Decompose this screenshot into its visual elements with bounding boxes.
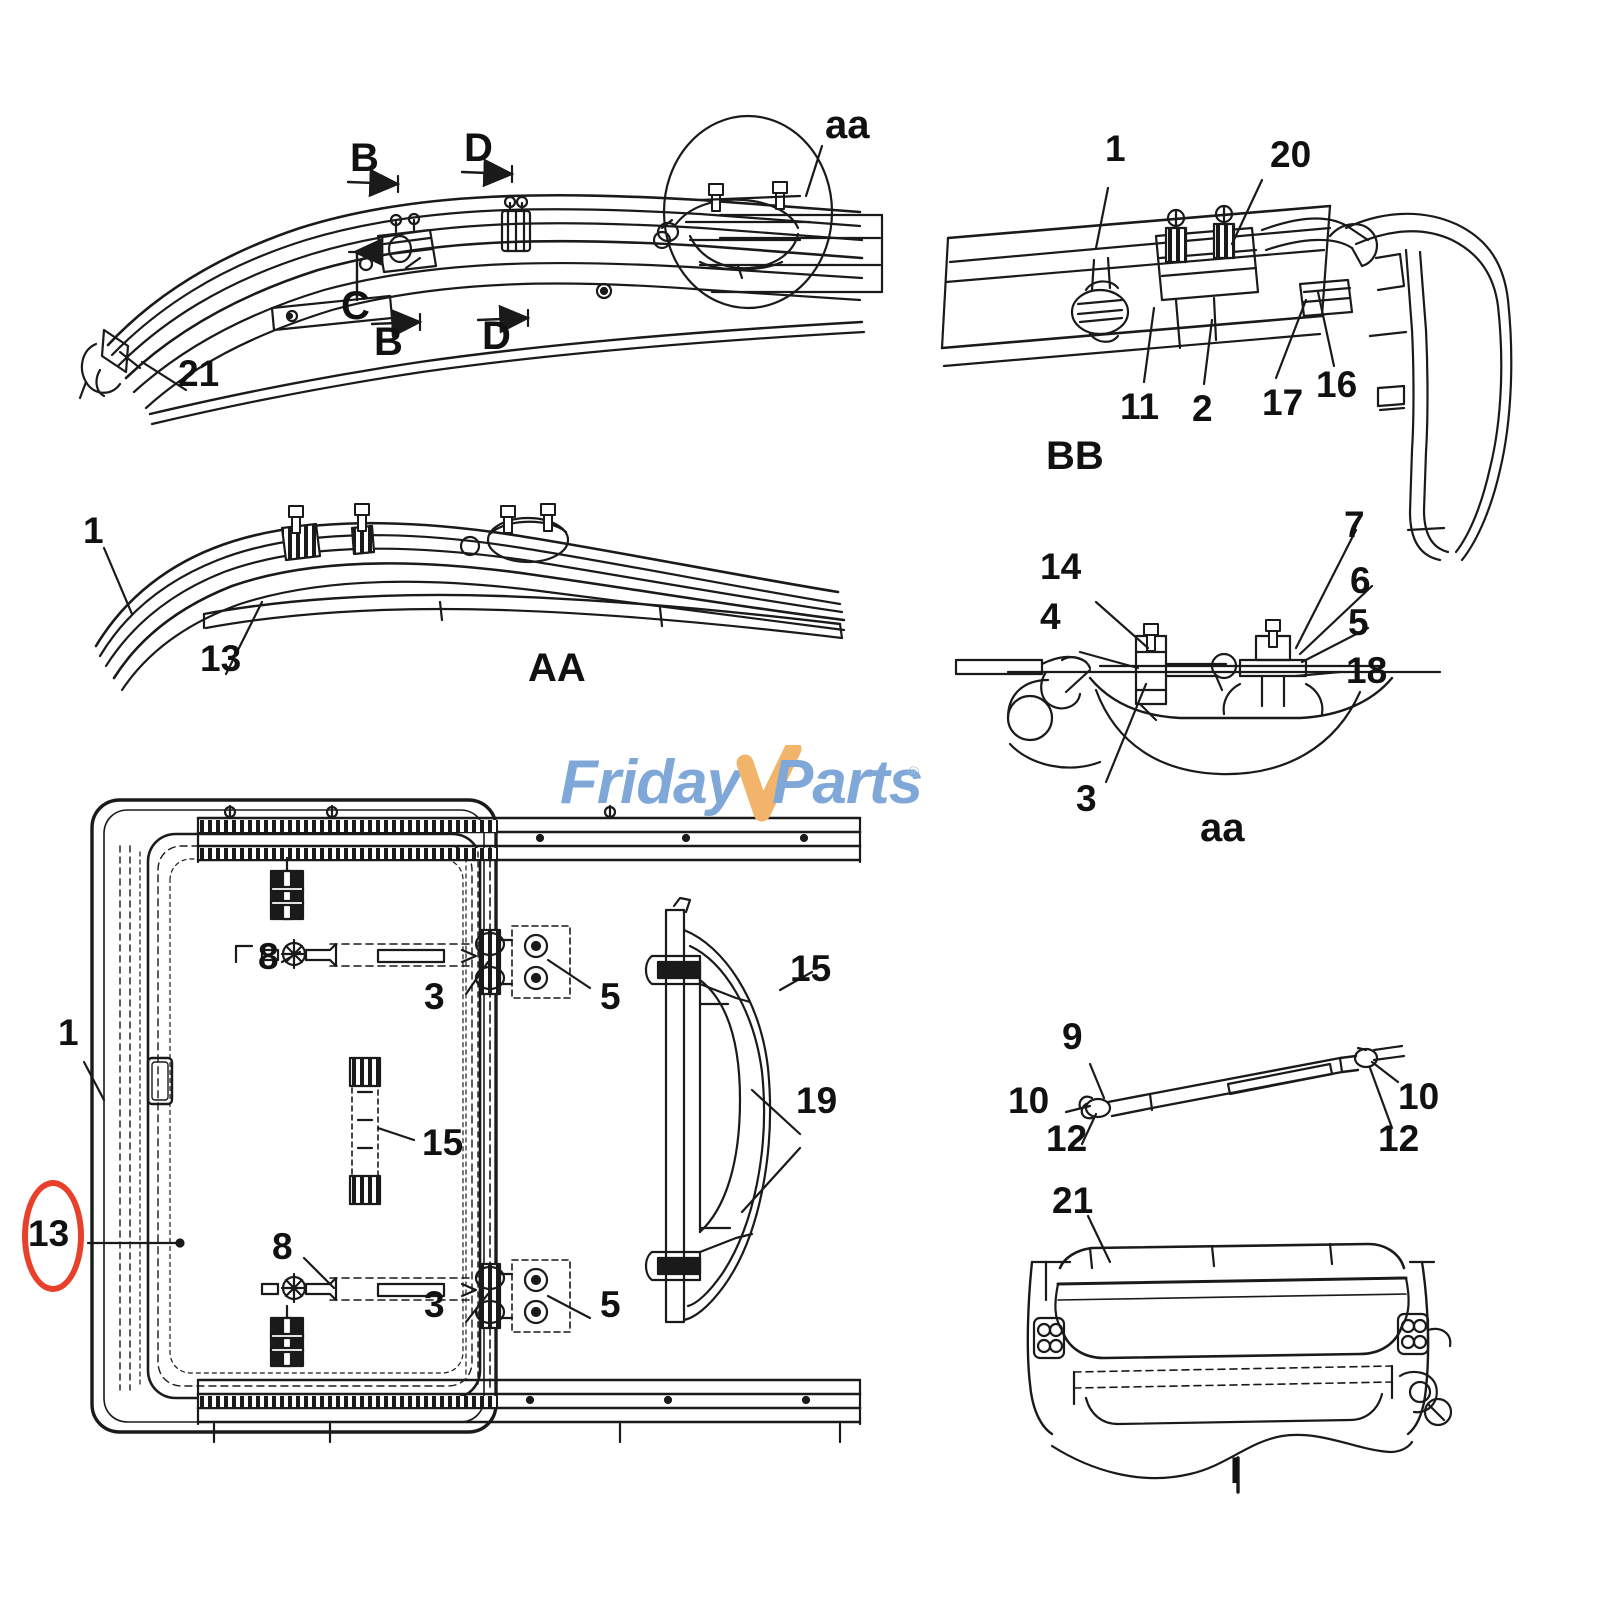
callout-14-aa: 14 [1040,546,1082,587]
section-label-c: C [341,284,370,328]
callout-5-bot: 5 [600,1284,621,1325]
callout-10-strut-right: 10 [1398,1076,1440,1117]
section-label-b-top: B [350,136,379,180]
callout-21-top: 21 [178,353,220,394]
callout-6-aa: 6 [1350,560,1371,601]
callout-9-strut: 9 [1062,1016,1083,1057]
callout-15-main: 15 [422,1122,464,1163]
callout-1-bb: 1 [1105,128,1126,169]
callout-7-aa: 7 [1344,504,1365,545]
callout-12-strut-left: 12 [1046,1118,1088,1159]
callout-1-aa: 1 [83,510,104,551]
main-door-assembly [82,798,862,1444]
callout-11-bb: 11 [1120,386,1160,427]
view-label-bb: BB [1046,434,1104,478]
callout-21-bottom: 21 [1052,1180,1094,1221]
detail-aa-assembly [954,528,1442,784]
highlight-ellipse-13 [22,1180,84,1292]
callout-17-bb: 17 [1262,382,1304,423]
callout-4-aa: 4 [1040,596,1061,637]
callout-20-bb: 20 [1270,134,1312,175]
section-label-d-top: D [464,126,493,170]
callout-5-top: 5 [600,976,621,1017]
callout-1-main: 1 [58,1012,79,1053]
lower-panel-assembly [1026,1214,1453,1494]
callout-8-top: 8 [258,936,279,977]
callout-3-aa: 3 [1076,778,1097,819]
gas-strut-assembly [1064,1044,1406,1146]
callout-16-bb: 16 [1316,364,1358,405]
callout-3-top: 3 [424,976,445,1017]
view-BB-assembly [940,178,1513,562]
callout-10-strut-left: 10 [1008,1080,1050,1121]
section-label-b-bot: B [374,320,403,364]
callout-13-aa: 13 [200,638,242,679]
axis-label-i: I [1230,1450,1241,1491]
callout-2-bb: 2 [1192,388,1213,429]
callout-8-bot: 8 [272,1226,293,1267]
callout-12-strut-right: 12 [1378,1118,1420,1159]
view-label-aa: AA [528,646,586,690]
callout-19-handle: 19 [796,1080,838,1121]
view-AA-assembly [94,502,846,692]
callout-15-handle: 15 [790,948,832,989]
callout-13-main: 13 [28,1213,70,1254]
callout-3-bot: 3 [424,1284,445,1325]
callout-5-aa: 5 [1348,602,1369,643]
top-left-rail-assembly [78,114,884,426]
detail-label-aa-top: aa [825,103,870,147]
handle-bracket-assembly [644,896,814,1324]
callout-18-aa: 18 [1346,650,1388,691]
detail-label-aa-bot: aa [1200,806,1245,850]
section-label-d-bot: D [482,314,511,358]
